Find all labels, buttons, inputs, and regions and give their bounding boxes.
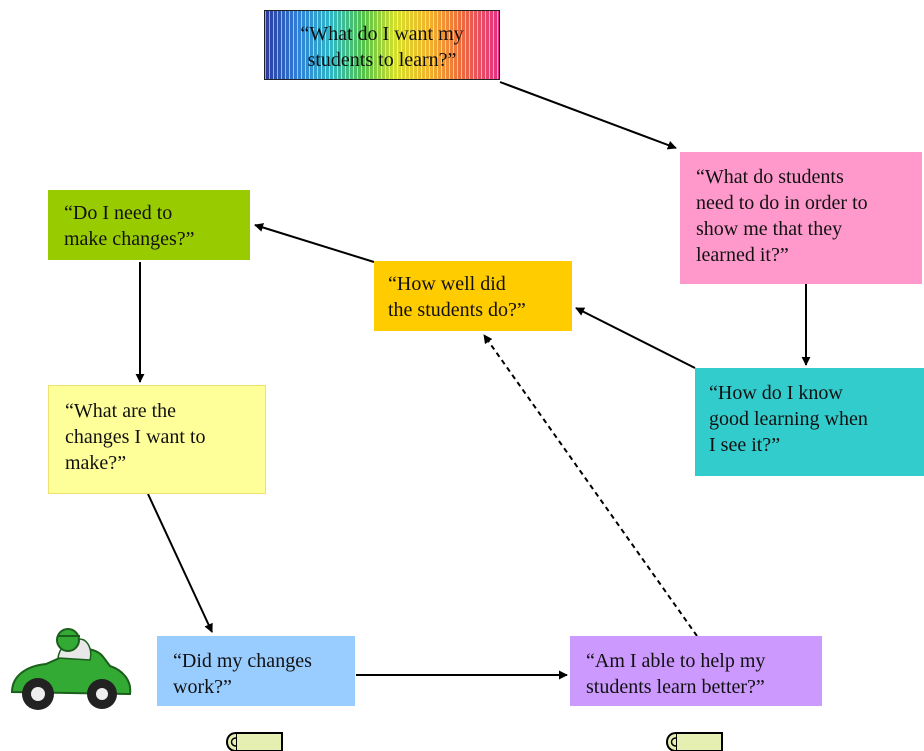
arrow-well-to-need xyxy=(254,223,375,263)
arrow-know-to-well xyxy=(575,307,696,369)
box-text-line: “What do students xyxy=(696,166,844,188)
box-do-i-need-changes: “Do I need to make changes?” xyxy=(48,190,250,260)
arrow-learn-to-show xyxy=(499,81,677,150)
box-text-line: “What do I want my xyxy=(300,23,464,45)
box-text-line: “What are the xyxy=(65,400,177,422)
box-what-to-learn: “What do I want my students to learn?” xyxy=(264,10,500,80)
box-text-line: students learn better?” xyxy=(586,676,765,698)
scroll-icon xyxy=(666,732,723,751)
box-text-line: make?” xyxy=(65,452,127,474)
box-what-students-need-to-do: “What do students need to do in order to… xyxy=(680,152,922,284)
box-text-line: “Did my changes xyxy=(173,650,312,672)
box-text-line: show me that they xyxy=(696,218,843,240)
box-text-line: I see it?” xyxy=(709,434,781,456)
race-car-icon xyxy=(10,628,132,710)
box-text-line: “How do I know xyxy=(709,382,843,404)
box-text-line: learned it?” xyxy=(696,244,789,266)
box-text-line: work?” xyxy=(173,676,232,698)
box-what-changes: “What are the changes I want to make?” xyxy=(48,385,266,494)
arrow-changes-to-work xyxy=(147,493,213,633)
box-how-well-did-students-do: “How well did the students do?” xyxy=(374,261,572,331)
box-text-line: “How well did xyxy=(388,273,506,295)
box-text-line: need to do in order to xyxy=(696,192,868,214)
dashed-arrow-help-to-well xyxy=(483,334,698,637)
box-text-line: students to learn?” xyxy=(307,49,457,71)
box-text-line: “Do I need to xyxy=(64,202,173,224)
box-text-line: “Am I able to help my xyxy=(586,650,766,672)
box-how-do-i-know: “How do I know good learning when I see … xyxy=(695,368,924,476)
box-am-i-able-to-help: “Am I able to help my students learn bet… xyxy=(570,636,822,706)
scroll-icon xyxy=(226,732,283,751)
box-text-line: the students do?” xyxy=(388,299,526,321)
box-text-line: changes I want to xyxy=(65,426,206,448)
box-text-line: good learning when xyxy=(709,408,868,430)
box-text-line: make changes?” xyxy=(64,228,195,250)
box-did-changes-work: “Did my changes work?” xyxy=(157,636,355,706)
